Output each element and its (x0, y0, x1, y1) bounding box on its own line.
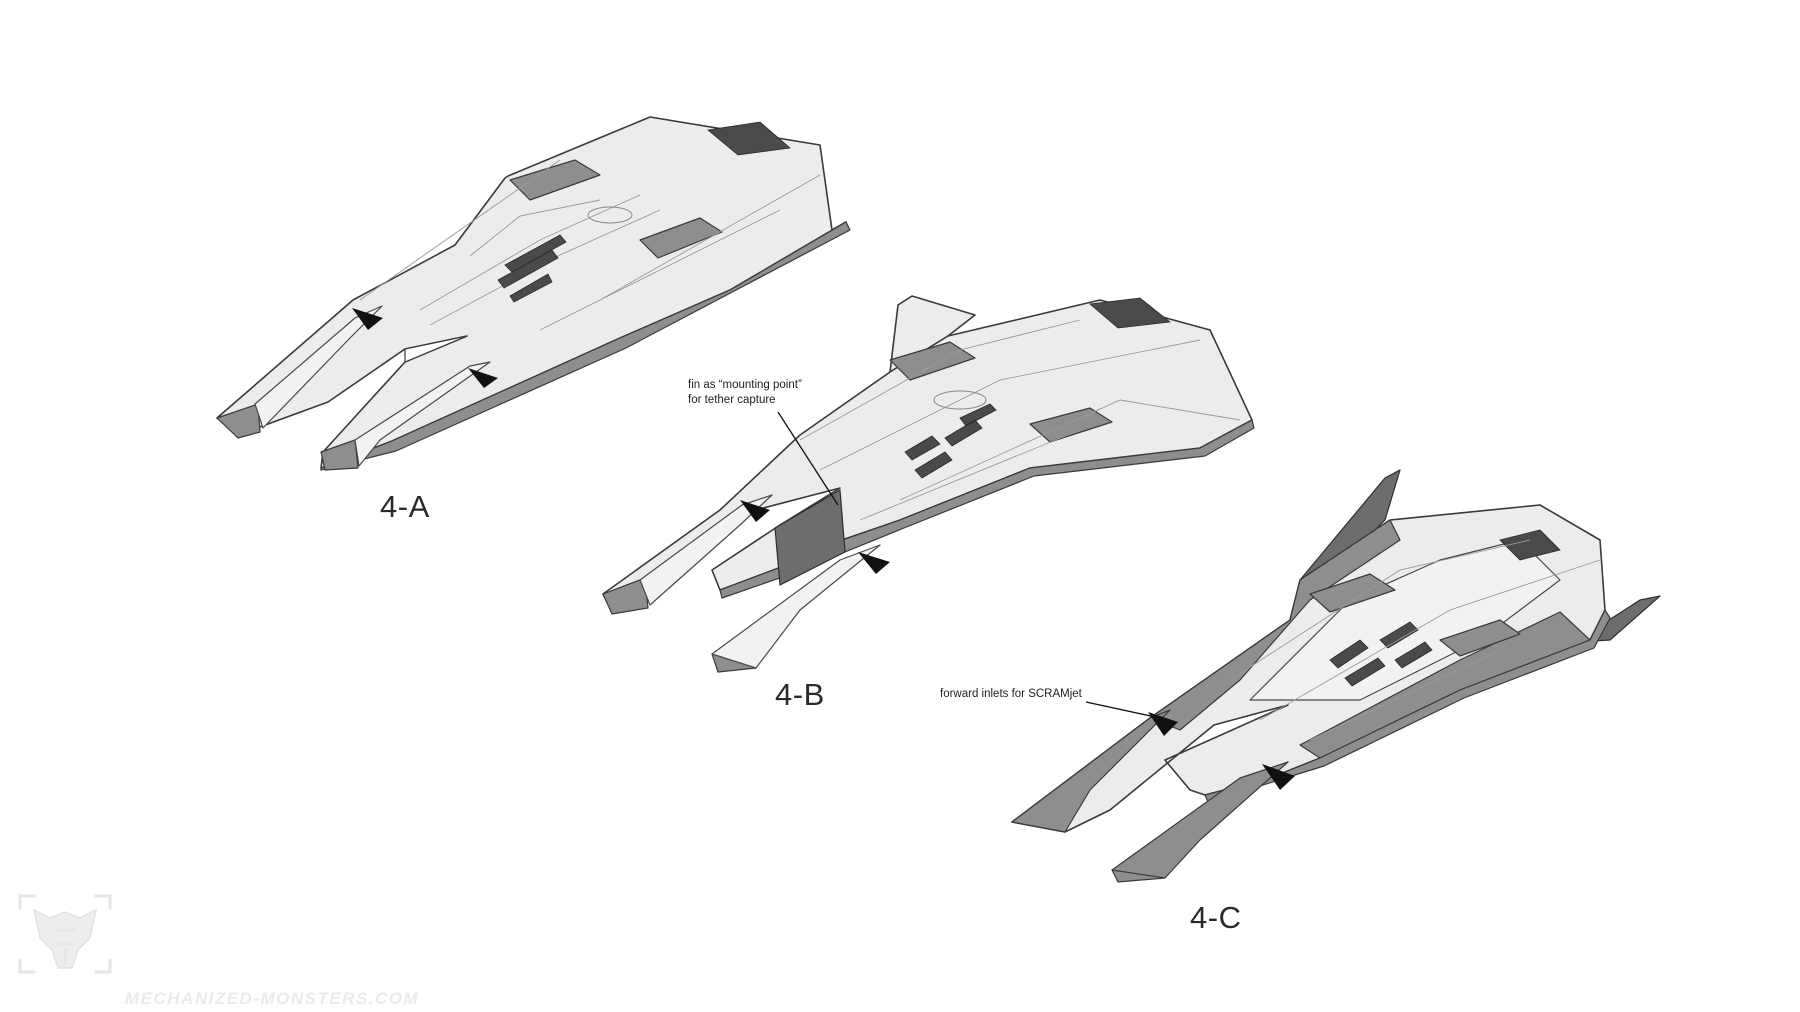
ship-4b-pod-top (889, 341, 976, 381)
ship-4a-pod-top (509, 159, 601, 201)
ship-4a-inlet-right (468, 368, 498, 388)
ship-4a-rear-vent (707, 121, 791, 156)
ship-4a-cockpit-slats (497, 234, 567, 303)
ship-4c-cockpit-slots (1329, 621, 1433, 687)
ship-4a-hatch (587, 206, 633, 224)
ship-4a-left-nacelle-tip (216, 403, 261, 439)
annotation-inlets-text: forward inlets for SCRAMjet (940, 688, 1083, 700)
ship-4b-cockpit-slots (904, 403, 997, 479)
ship-4b-pod-right (1029, 407, 1113, 443)
ship-4c-side-dark (1149, 519, 1401, 731)
ship-4c-left-nacelle (1011, 709, 1171, 833)
ship-4c-inlet-right (1262, 764, 1295, 790)
ship-4b-panel-lines (799, 319, 1241, 521)
ship-4a-panel-lines (359, 159, 821, 331)
label-4c: 4-C (1190, 900, 1241, 935)
annotation-inlets: forward inlets for SCRAMjet (940, 688, 1161, 719)
ship-4a-hull-edge (320, 221, 851, 471)
ship-4a-pod-right (639, 217, 723, 259)
ship-4c-right-nacelle (1111, 761, 1289, 879)
ship-4b-inlet-right (858, 552, 890, 574)
ship-4a (216, 116, 851, 471)
annotation-fin: fin as “mounting point” for tether captu… (688, 379, 839, 506)
ship-4c-panel-lines (1229, 539, 1601, 741)
ship-4c-hull-edge (1204, 609, 1611, 803)
ship-4a-right-nacelle-tip (320, 439, 359, 471)
ship-4b-hull-edge (719, 419, 1255, 599)
ship-4b-rear-vent (1089, 297, 1171, 329)
ship-4c (1011, 469, 1661, 883)
annotation-fin-leader (777, 411, 839, 506)
ship-4b-right-nacelle (711, 544, 881, 669)
ship-4c-inlet-left (1148, 712, 1178, 736)
watermark-text: MECHANIZED-MONSTERS.COM (125, 989, 419, 1008)
ship-4b-tether-fin (774, 489, 846, 586)
label-4b: 4-B (775, 677, 825, 712)
annotation-fin-line2: for tether capture (688, 394, 776, 406)
ship-4c-pod-right (1439, 619, 1521, 657)
ship-4b-left-nacelle-tip (602, 577, 649, 615)
ship-4b-inlet-left (740, 500, 770, 522)
mech-monster-head-logo-icon (18, 894, 112, 974)
label-4a: 4-A (380, 489, 430, 524)
annotation-inlets-leader (1085, 701, 1161, 719)
ship-4c-pod-top (1309, 573, 1396, 613)
ship-4a-nacelle-gap (404, 335, 468, 363)
ship-4b-hatch (933, 390, 987, 410)
ship-4a-spine (419, 194, 661, 326)
ship-4b (602, 295, 1255, 673)
ship-4a-right-nacelle (354, 361, 491, 467)
ship-4a-inlet-left (352, 308, 383, 330)
ship-4c-rear-vent (1499, 529, 1561, 561)
annotation-fin-line1: fin as “mounting point” (688, 379, 802, 391)
